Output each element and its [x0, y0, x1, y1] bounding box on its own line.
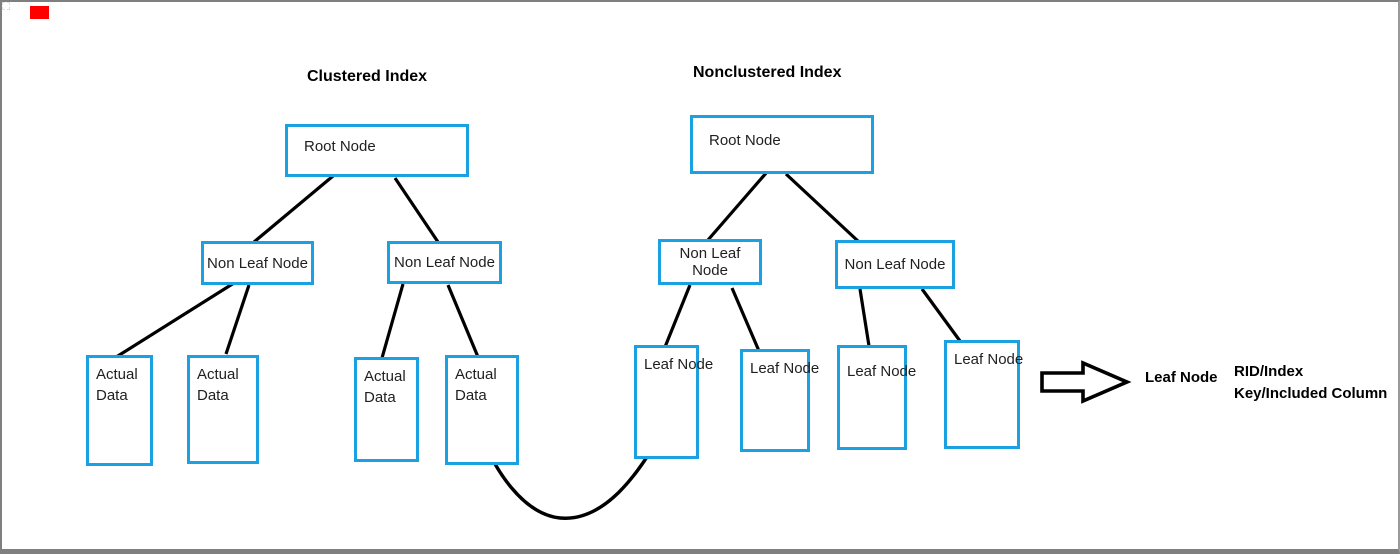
nonclustered-nonleaf-left-box: Non Leaf Node	[658, 239, 762, 285]
curved-arrow-leaf-to-actual-data	[480, 430, 664, 520]
connector-nonclustered-nonleaf-right-to-leaf4	[920, 288, 962, 342]
nonclustered-leaf-node-box-1: Leaf Node	[634, 345, 714, 459]
connector-nonclustered-nonleaf-left-to-leaf2	[730, 287, 761, 352]
nonclustered-index-title: Nonclustered Index	[693, 64, 842, 81]
clustered-nonleaf-right-label: Non Leaf Node	[394, 254, 495, 271]
nonclustered-leaf-node-box-3: Leaf Node	[837, 345, 917, 450]
connector-nonclustered-root-to-nonleaf-right	[784, 172, 861, 244]
legend-detail-line2: Key/Included Column	[1234, 385, 1388, 402]
legend-leaf-node-label: Leaf Node	[1145, 369, 1218, 386]
connector-clustered-root-to-nonleaf-right	[393, 177, 440, 243]
legend-detail-line1: RID/Index	[1234, 363, 1304, 380]
actual-data-label: Actual Data	[364, 368, 406, 406]
actual-data-label: Actual Data	[455, 366, 497, 404]
connector-clustered-nonleaf-right-to-data4	[446, 284, 480, 358]
clustered-nonleaf-left-label: Non Leaf Node	[207, 254, 308, 272]
connector-clustered-nonleaf-right-to-data3	[380, 283, 405, 359]
nonclustered-nonleaf-right-box: Non Leaf Node	[835, 240, 955, 289]
clustered-root-node-label: Root Node	[304, 138, 376, 155]
legend-detail-text: RID/Index Key/Included Column	[1234, 361, 1387, 405]
clustered-actual-data-box-3: Actual Data	[354, 357, 419, 462]
leaf-node-label: Leaf Node	[954, 351, 1024, 368]
nonclustered-nonleaf-right-label: Non Leaf Node	[844, 256, 946, 273]
clustered-root-node-box: Root Node	[285, 124, 469, 177]
nonclustered-nonleaf-left-label: Non Leaf Node	[679, 245, 741, 279]
leaf-node-label: Leaf Node	[750, 360, 820, 377]
nonclustered-root-node-box: Root Node	[690, 115, 874, 174]
connector-clustered-root-to-nonleaf-left	[252, 174, 335, 244]
clustered-nonleaf-left-box: Non Leaf Node	[201, 241, 314, 285]
block-arrow-icon	[1040, 360, 1132, 404]
actual-data-label: Actual Data	[96, 366, 138, 404]
nonclustered-leaf-node-box-2: Leaf Node	[740, 349, 820, 452]
nonclustered-root-node-label: Root Node	[709, 132, 781, 149]
connector-clustered-nonleaf-left-to-data2	[224, 284, 251, 355]
actual-data-label: Actual Data	[197, 366, 239, 404]
clustered-actual-data-box-2: Actual Data	[187, 355, 259, 464]
clustered-index-title: Clustered Index	[307, 68, 428, 85]
leaf-node-label: Leaf Node	[847, 363, 917, 380]
red-paint-marker	[30, 6, 49, 19]
selection-handle-artifact	[2, 2, 10, 10]
nonclustered-leaf-node-box-4: Leaf Node	[944, 340, 1024, 449]
connector-nonclustered-root-to-nonleaf-left	[706, 170, 769, 242]
clustered-actual-data-box-4: Actual Data	[445, 355, 519, 465]
connector-clustered-nonleaf-left-to-data1	[112, 281, 235, 361]
clustered-nonleaf-right-box: Non Leaf Node	[387, 241, 502, 284]
clustered-actual-data-box-1: Actual Data	[86, 355, 153, 466]
leaf-node-label: Leaf Node	[644, 356, 714, 373]
connector-nonclustered-nonleaf-right-to-leaf3	[858, 288, 871, 347]
connector-nonclustered-nonleaf-left-to-leaf1	[663, 284, 692, 348]
